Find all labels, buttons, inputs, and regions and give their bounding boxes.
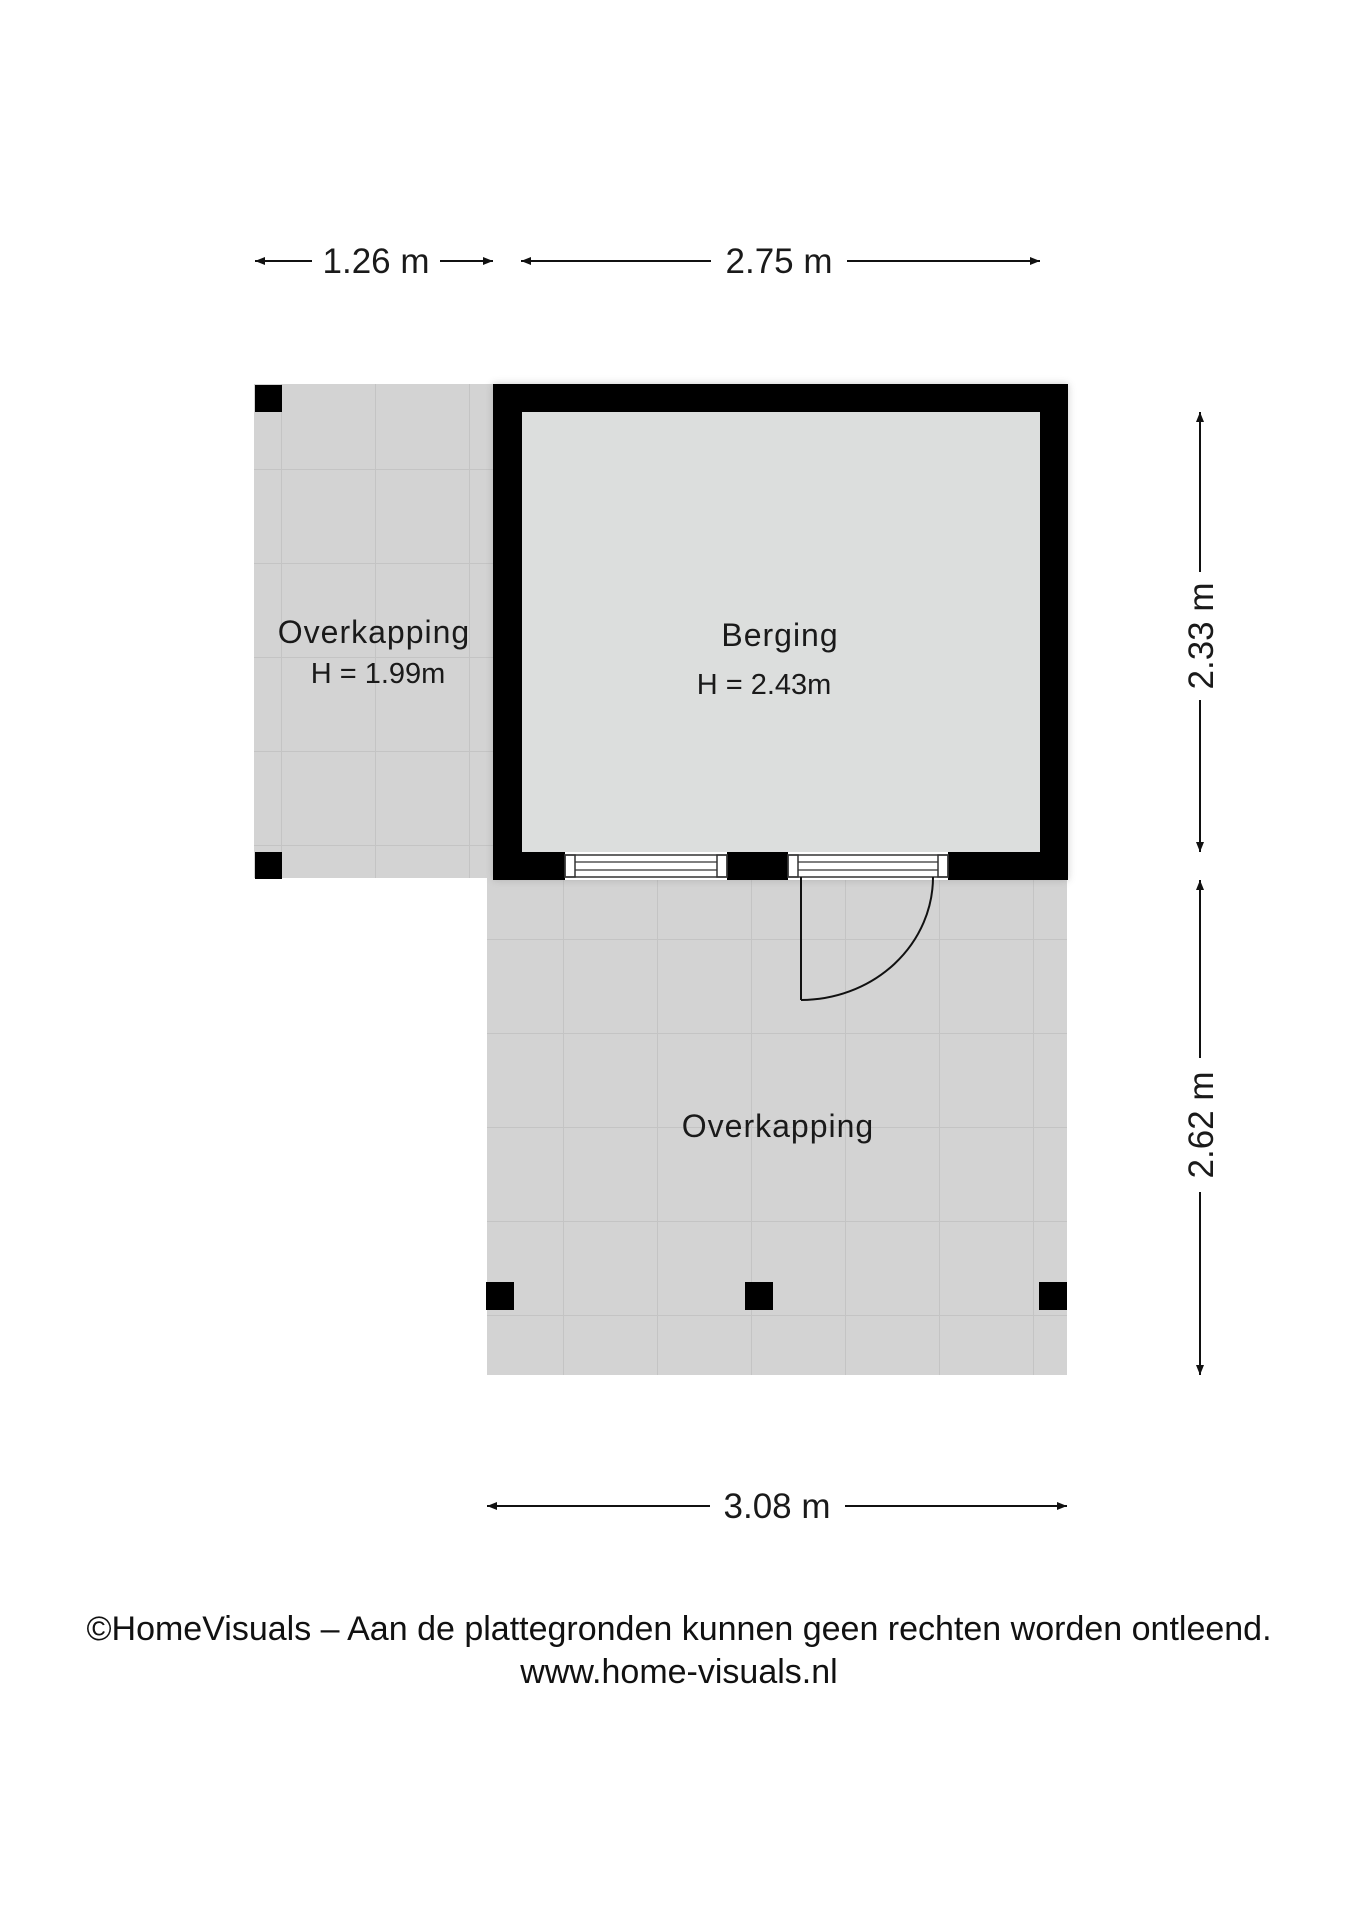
column [745, 1282, 773, 1310]
door [787, 852, 949, 1001]
dimension-label: 3.08 m [724, 1487, 831, 1526]
column [486, 1282, 514, 1310]
room-name-overkapping-bottom: Overkapping [682, 1108, 874, 1144]
dimension-right-upper: 2.33 m [1182, 412, 1221, 852]
dimension-label: 2.62 m [1182, 1072, 1221, 1179]
room-name-overkapping-left: Overkapping [278, 614, 470, 650]
dimension-label: 2.75 m [726, 242, 833, 281]
columns [255, 385, 1067, 1310]
column [1039, 1282, 1067, 1310]
door-swing-arc [800, 876, 934, 1001]
overkapping-bottom-floor [487, 878, 1067, 1375]
footer-copyright: ©HomeVisuals – Aan de plattegronden kunn… [86, 1610, 1272, 1648]
berging-floor [522, 412, 1040, 852]
room-height-berging: H = 2.43m [697, 669, 832, 701]
dimension-label: 2.33 m [1182, 583, 1221, 690]
footer: ©HomeVisuals – Aan de plattegronden kunn… [0, 1608, 1358, 1694]
window [564, 852, 728, 880]
room-name-berging: Berging [721, 617, 838, 653]
overkapping-left-floor [254, 384, 494, 878]
column [255, 852, 282, 879]
dimension-top-right: 2.75 m [521, 242, 1040, 281]
dimension-top-left: 1.26 m [255, 242, 493, 281]
column [255, 385, 282, 412]
footer-website: www.home-visuals.nl [520, 1653, 838, 1691]
dimension-label: 1.26 m [323, 242, 430, 281]
dimension-bottom: 3.08 m [487, 1487, 1067, 1526]
dimension-right-lower: 2.62 m [1182, 880, 1221, 1375]
room-height-overkapping-left: H = 1.99m [311, 658, 446, 690]
